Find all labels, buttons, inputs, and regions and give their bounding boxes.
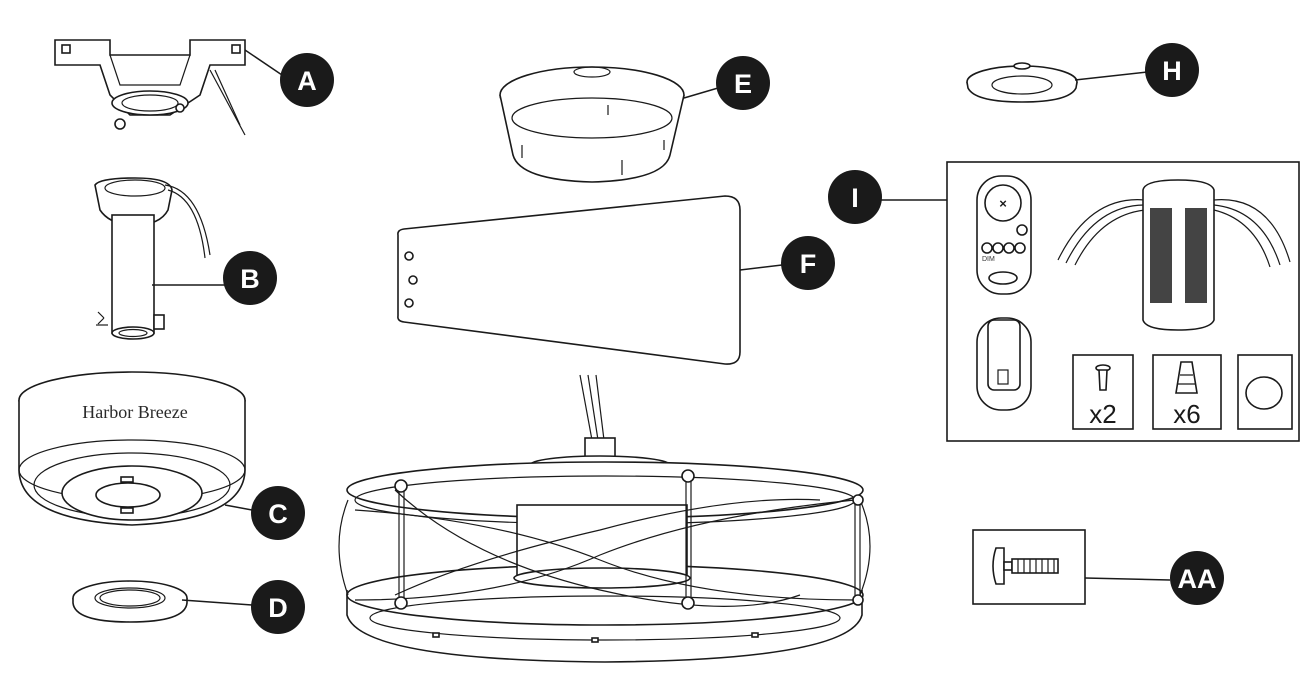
- fan-cage-body: [338, 374, 871, 663]
- callout-d-label: D: [268, 593, 288, 623]
- remote-wall-holder: [976, 317, 1032, 411]
- callout-h-label: H: [1162, 56, 1182, 86]
- screw-qty: x2: [1089, 399, 1116, 429]
- callout-aa-label: AA: [1178, 564, 1217, 594]
- blade-f: [397, 195, 741, 365]
- receiver-module: [1057, 179, 1291, 331]
- mounting-bracket-a: [54, 39, 246, 136]
- svg-text:×: ×: [999, 196, 1007, 211]
- callout-h: H: [1145, 43, 1199, 97]
- remote-control: × DIM: [976, 175, 1032, 295]
- light-cover-h: [966, 62, 1078, 103]
- brand-text: Harbor Breeze: [82, 402, 187, 422]
- callout-i-label: I: [851, 183, 859, 213]
- motor-housing-c: Harbor Breeze: [18, 371, 246, 526]
- canopy-e: [499, 66, 685, 183]
- callout-aa: AA: [1170, 551, 1224, 605]
- remote-dim-label: DIM: [982, 256, 995, 263]
- callout-b: B: [223, 251, 277, 305]
- callout-d: D: [251, 580, 305, 634]
- callout-c-label: C: [268, 499, 288, 529]
- callout-i: I: [828, 170, 882, 224]
- screw-pack-box: x2: [1072, 354, 1134, 430]
- trim-ring-d: [72, 580, 188, 623]
- cap-box: [1237, 354, 1293, 430]
- blade-screw-aa: [972, 529, 1086, 605]
- remote-kit-i: × DIM: [946, 161, 1300, 442]
- callout-a: A: [280, 53, 334, 107]
- callout-e: E: [716, 56, 770, 110]
- wire-nut-pack-box: x6: [1152, 354, 1222, 430]
- callout-c: C: [251, 486, 305, 540]
- callout-f-label: F: [800, 249, 817, 279]
- callout-f: F: [781, 236, 835, 290]
- callout-e-label: E: [734, 69, 752, 99]
- wire-nut-qty: x6: [1173, 399, 1200, 429]
- callout-a-label: A: [297, 66, 317, 96]
- callout-b-label: B: [240, 264, 260, 294]
- downrod-b: [94, 177, 211, 340]
